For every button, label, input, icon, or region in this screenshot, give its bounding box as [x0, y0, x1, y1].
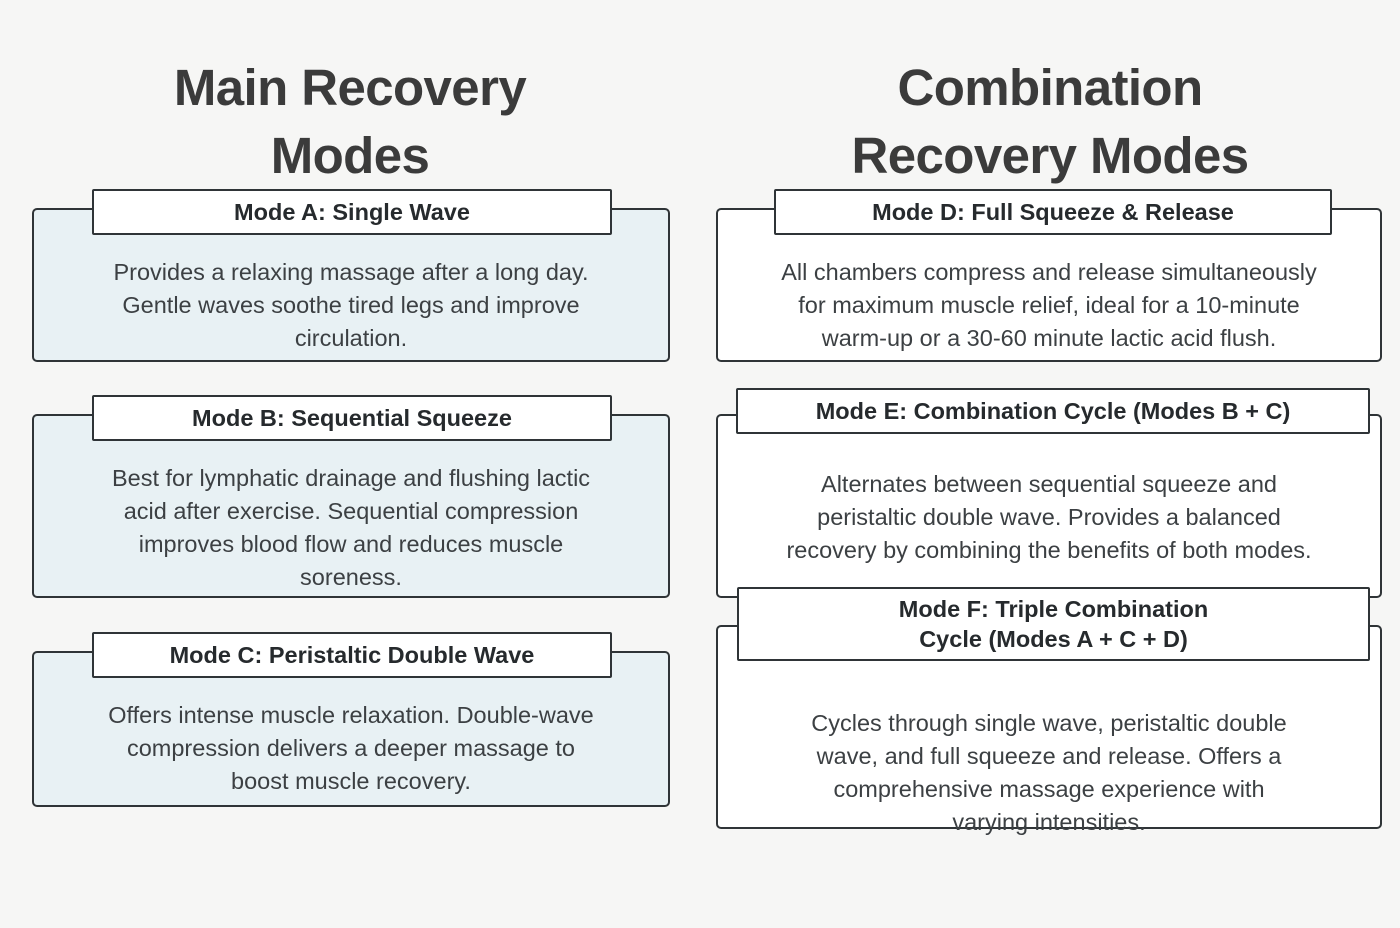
card-title-mode-a[interactable]: Mode A: Single Wave — [92, 189, 612, 235]
card-list-combination-recovery-modes: All chambers compress and release simult… — [700, 189, 1400, 835]
card-body-mode-b: Best for lymphatic drainage and flushing… — [32, 414, 670, 598]
card-description-mode-e: Alternates between sequential squeeze an… — [786, 471, 1312, 563]
card-mode-e[interactable]: Alternates between sequential squeeze an… — [700, 388, 1400, 598]
card-description-mode-d: All chambers compress and release simult… — [781, 259, 1317, 351]
column-title-main-recovery-modes: Main Recovery Modes — [173, 59, 527, 184]
card-title-mode-b[interactable]: Mode B: Sequential Squeeze — [92, 395, 612, 441]
card-mode-f[interactable]: Cycles through single wave, peristaltic … — [700, 587, 1400, 835]
card-body-mode-e: Alternates between sequential squeeze an… — [716, 414, 1382, 598]
card-description-mode-c: Offers intense muscle relaxation. Double… — [108, 702, 594, 794]
card-mode-b[interactable]: Best for lymphatic drainage and flushing… — [0, 395, 700, 598]
card-title-mode-c[interactable]: Mode C: Peristaltic Double Wave — [92, 632, 612, 678]
card-description-mode-a: Provides a relaxing massage after a long… — [113, 259, 589, 351]
card-mode-a[interactable]: Provides a relaxing massage after a long… — [0, 189, 700, 362]
column-combination-recovery-modes: Combination Recovery Modes All chambers … — [700, 0, 1400, 928]
card-title-mode-e[interactable]: Mode E: Combination Cycle (Modes B + C) — [736, 388, 1370, 434]
card-mode-d[interactable]: All chambers compress and release simult… — [700, 189, 1400, 362]
column-main-recovery-modes: Main Recovery Modes Provides a relaxing … — [0, 59, 700, 807]
card-description-mode-b: Best for lymphatic drainage and flushing… — [111, 465, 591, 590]
card-description-mode-f: Cycles through single wave, peristaltic … — [811, 710, 1287, 835]
card-mode-c[interactable]: Offers intense muscle relaxation. Double… — [0, 632, 700, 807]
card-title-mode-d[interactable]: Mode D: Full Squeeze & Release — [774, 189, 1332, 235]
card-title-mode-f[interactable]: Mode F: Triple Combination Cycle (Modes … — [737, 587, 1370, 661]
column-title-combination-recovery-modes: Combination Recovery Modes — [851, 59, 1250, 184]
card-list-main-recovery-modes: Provides a relaxing massage after a long… — [0, 189, 700, 807]
